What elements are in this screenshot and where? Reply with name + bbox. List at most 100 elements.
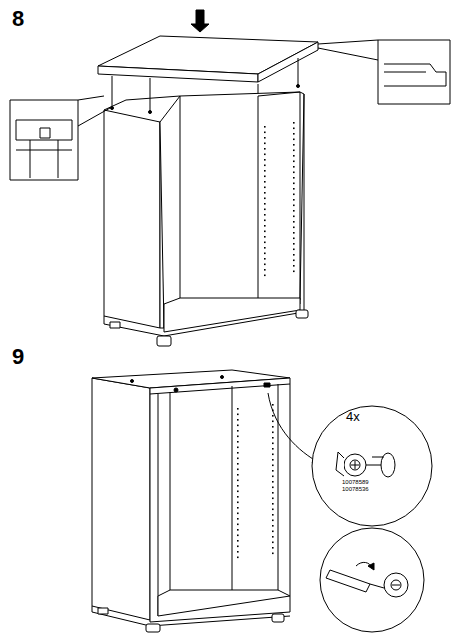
- hole: [237, 408, 239, 410]
- feet: [98, 608, 284, 632]
- hole: [264, 192, 266, 194]
- quantity: 4x: [346, 410, 360, 423]
- hole: [293, 122, 295, 124]
- hole: [272, 404, 274, 406]
- hole: [237, 447, 239, 449]
- hole: [237, 496, 239, 498]
- hole: [293, 254, 295, 256]
- hole: [264, 225, 266, 227]
- hole: [272, 465, 274, 467]
- hole: [293, 216, 295, 218]
- leader-arrow: [268, 393, 318, 462]
- feet: [110, 310, 308, 346]
- hole: [293, 210, 295, 212]
- hole: [237, 441, 239, 443]
- hole: [293, 144, 295, 146]
- hole: [264, 181, 266, 183]
- hole: [272, 437, 274, 439]
- hole: [264, 220, 266, 222]
- hole: [264, 176, 266, 178]
- hole: [272, 520, 274, 522]
- hole: [264, 275, 266, 277]
- hole: [293, 150, 295, 152]
- hole: [264, 264, 266, 266]
- hole: [272, 536, 274, 538]
- hole: [293, 227, 295, 229]
- hole: [237, 425, 239, 427]
- hole: [237, 535, 239, 537]
- hole: [237, 507, 239, 509]
- hole: [264, 253, 266, 255]
- hole: [272, 547, 274, 549]
- hole: [272, 503, 274, 505]
- hole: [272, 492, 274, 494]
- hole: [237, 463, 239, 465]
- hole: [293, 265, 295, 267]
- hole: [237, 502, 239, 504]
- cabinet-carcass: [104, 92, 304, 336]
- hole: [272, 525, 274, 527]
- hole: [237, 436, 239, 438]
- hole: [264, 154, 266, 156]
- callout-cam-lock: [312, 406, 432, 526]
- hole: [237, 491, 239, 493]
- hole: [237, 480, 239, 482]
- down-arrow: [191, 10, 209, 32]
- hole: [293, 166, 295, 168]
- hole: [293, 199, 295, 201]
- hole: [264, 170, 266, 172]
- hole: [293, 271, 295, 273]
- hole: [237, 551, 239, 553]
- hole: [272, 432, 274, 434]
- hole: [264, 143, 266, 145]
- hole: [272, 415, 274, 417]
- hole: [237, 474, 239, 476]
- callout-screwdriver: [320, 528, 424, 632]
- hole: [264, 159, 266, 161]
- hole: [293, 183, 295, 185]
- hole: [237, 513, 239, 515]
- hole: [272, 542, 274, 544]
- hole: [293, 221, 295, 223]
- assembled-cabinet: [92, 370, 290, 626]
- hole: [272, 553, 274, 555]
- hole: [264, 242, 266, 244]
- hole: [264, 132, 266, 134]
- hole: [237, 529, 239, 531]
- hole: [237, 430, 239, 432]
- hole: [272, 476, 274, 478]
- part-number: 10078536: [341, 486, 370, 492]
- hole: [264, 126, 266, 128]
- hole: [264, 137, 266, 139]
- cam-locks-on-cabinet: [131, 376, 271, 393]
- hole: [272, 531, 274, 533]
- hole: [237, 469, 239, 471]
- hole: [293, 139, 295, 141]
- hole: [264, 209, 266, 211]
- hole: [237, 414, 239, 416]
- hole: [237, 540, 239, 542]
- hole: [237, 419, 239, 421]
- hole: [237, 546, 239, 548]
- detail-inset-right: [318, 40, 450, 104]
- hole: [264, 165, 266, 167]
- hole: [237, 452, 239, 454]
- hole: [272, 421, 274, 423]
- hole: [237, 518, 239, 520]
- hole: [264, 258, 266, 260]
- hole: [264, 203, 266, 205]
- hole: [272, 498, 274, 500]
- top-panel: [98, 36, 318, 82]
- hole: [237, 458, 239, 460]
- hole: [237, 524, 239, 526]
- detail-inset-left: [10, 96, 110, 180]
- hole: [293, 161, 295, 163]
- hole: [293, 194, 295, 196]
- hole: [272, 487, 274, 489]
- hole: [293, 128, 295, 130]
- hole: [272, 509, 274, 511]
- hole: [264, 247, 266, 249]
- hole: [272, 443, 274, 445]
- part-number: 10078589: [341, 479, 370, 485]
